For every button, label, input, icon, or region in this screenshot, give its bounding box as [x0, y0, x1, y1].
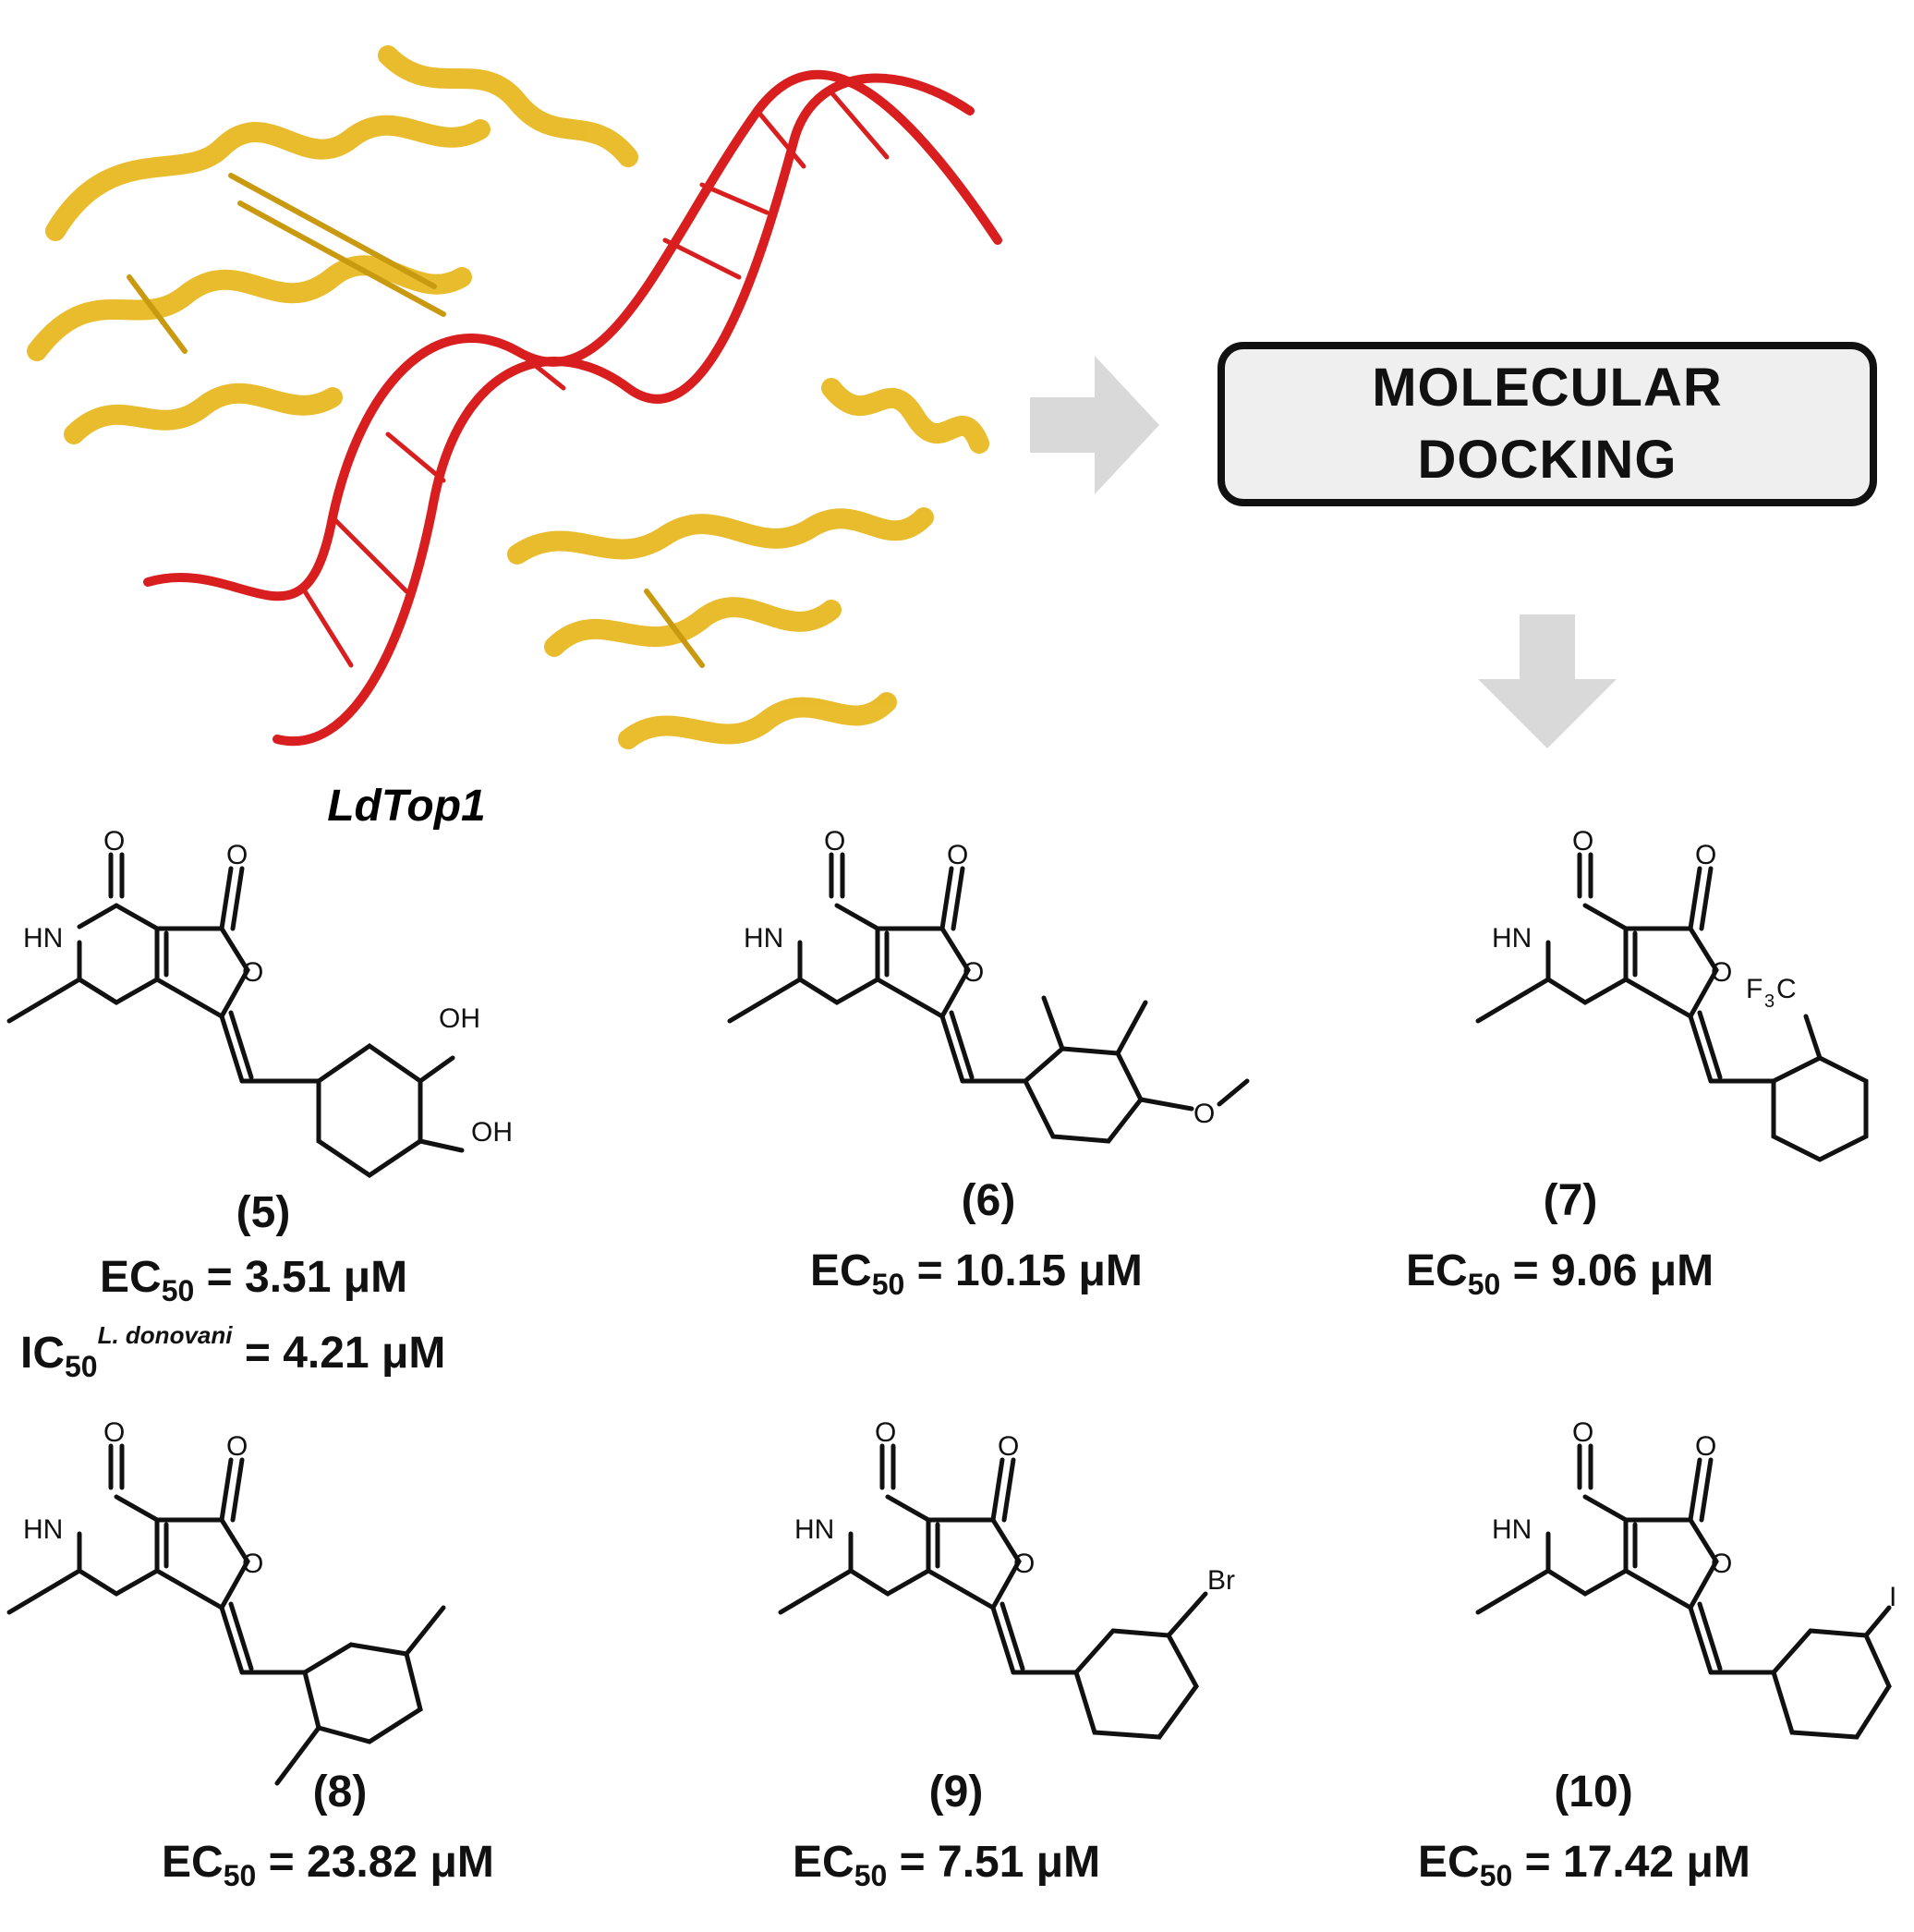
- atom-hn: HN: [744, 923, 783, 954]
- protein-dna-structure: LdTop1: [27, 45, 1002, 831]
- atom-o: O: [226, 840, 248, 870]
- core-scaffold: [6, 852, 465, 1179]
- atom-o: O: [1572, 826, 1593, 857]
- substituent-oh: OH: [439, 1003, 480, 1034]
- ec50-value: EC50 = 9.06 μM: [1406, 1246, 1714, 1301]
- compound-id: (9): [928, 1768, 984, 1817]
- compound-5-structure: O O HN O OH OH: [6, 826, 513, 1179]
- compound-id: (7): [1543, 1176, 1598, 1225]
- atom-o: O: [998, 1431, 1019, 1462]
- atom-o: O: [103, 826, 125, 857]
- ec50-value: EC50 = 7.51 μM: [793, 1838, 1101, 1892]
- ic50-value: IC50L. donovani = 4.21 μM: [20, 1321, 446, 1383]
- atom-o: O: [1695, 1431, 1716, 1462]
- atom-hn: HN: [23, 1514, 63, 1545]
- atom-o: O: [103, 1417, 125, 1448]
- compound-8-structure: O O HN O: [6, 1417, 446, 1786]
- compound-id: (8): [312, 1768, 368, 1817]
- compound-6-structure: O O HN O O: [727, 826, 1250, 1144]
- ec50-value: EC50 = 17.42 μM: [1418, 1838, 1750, 1892]
- docking-title-line2: DOCKING: [1417, 430, 1678, 490]
- ec50-value: EC50 = 3.51 μM: [100, 1253, 408, 1307]
- substituent-oh: OH: [471, 1117, 513, 1148]
- atom-o: O: [963, 957, 984, 988]
- protein-label: LdTop1: [327, 782, 486, 831]
- ec50-value: EC50 = 10.15 μM: [810, 1246, 1143, 1301]
- atom-hn: HN: [1492, 923, 1532, 954]
- atom-o: O: [242, 957, 263, 988]
- compound-id: (6): [961, 1176, 1016, 1225]
- atom-o: O: [947, 840, 968, 870]
- substituent-br: Br: [1207, 1565, 1235, 1596]
- atom-o: O: [1711, 957, 1732, 988]
- atom-hn: HN: [794, 1514, 834, 1545]
- atom-hn: HN: [23, 923, 63, 954]
- substituent-subscript: 3: [1764, 991, 1775, 1012]
- compound-id: (5): [236, 1188, 291, 1237]
- atom-o: O: [875, 1417, 896, 1448]
- compound-9-structure: O O HN O Br: [778, 1417, 1235, 1740]
- docking-title-line1: MOLECULAR: [1372, 358, 1723, 418]
- molecular-docking-box: MOLECULAR DOCKING: [1217, 342, 1877, 506]
- atom-o: O: [226, 1431, 248, 1462]
- substituent-c: C: [1776, 974, 1797, 1004]
- down-arrow-icon: [1478, 614, 1617, 748]
- atom-o: O: [1695, 840, 1716, 870]
- ec50-value: EC50 = 23.82 μM: [162, 1838, 494, 1892]
- atom-o: O: [242, 1549, 263, 1579]
- atom-o: O: [1572, 1417, 1593, 1448]
- atom-hn: HN: [1492, 1514, 1532, 1545]
- compound-7-structure: O O HN O F 3 C: [1475, 826, 1869, 1162]
- atom-o: O: [1193, 1099, 1215, 1129]
- atom-o: O: [1013, 1549, 1035, 1579]
- atom-o: O: [1711, 1549, 1732, 1579]
- compound-10-structure: O O HN O I: [1475, 1417, 1896, 1740]
- atom-o: O: [824, 826, 845, 857]
- substituent-f: F: [1746, 974, 1763, 1004]
- substituent-i: I: [1889, 1582, 1896, 1612]
- right-arrow-icon: [1030, 356, 1159, 494]
- compound-id: (10): [1554, 1768, 1633, 1817]
